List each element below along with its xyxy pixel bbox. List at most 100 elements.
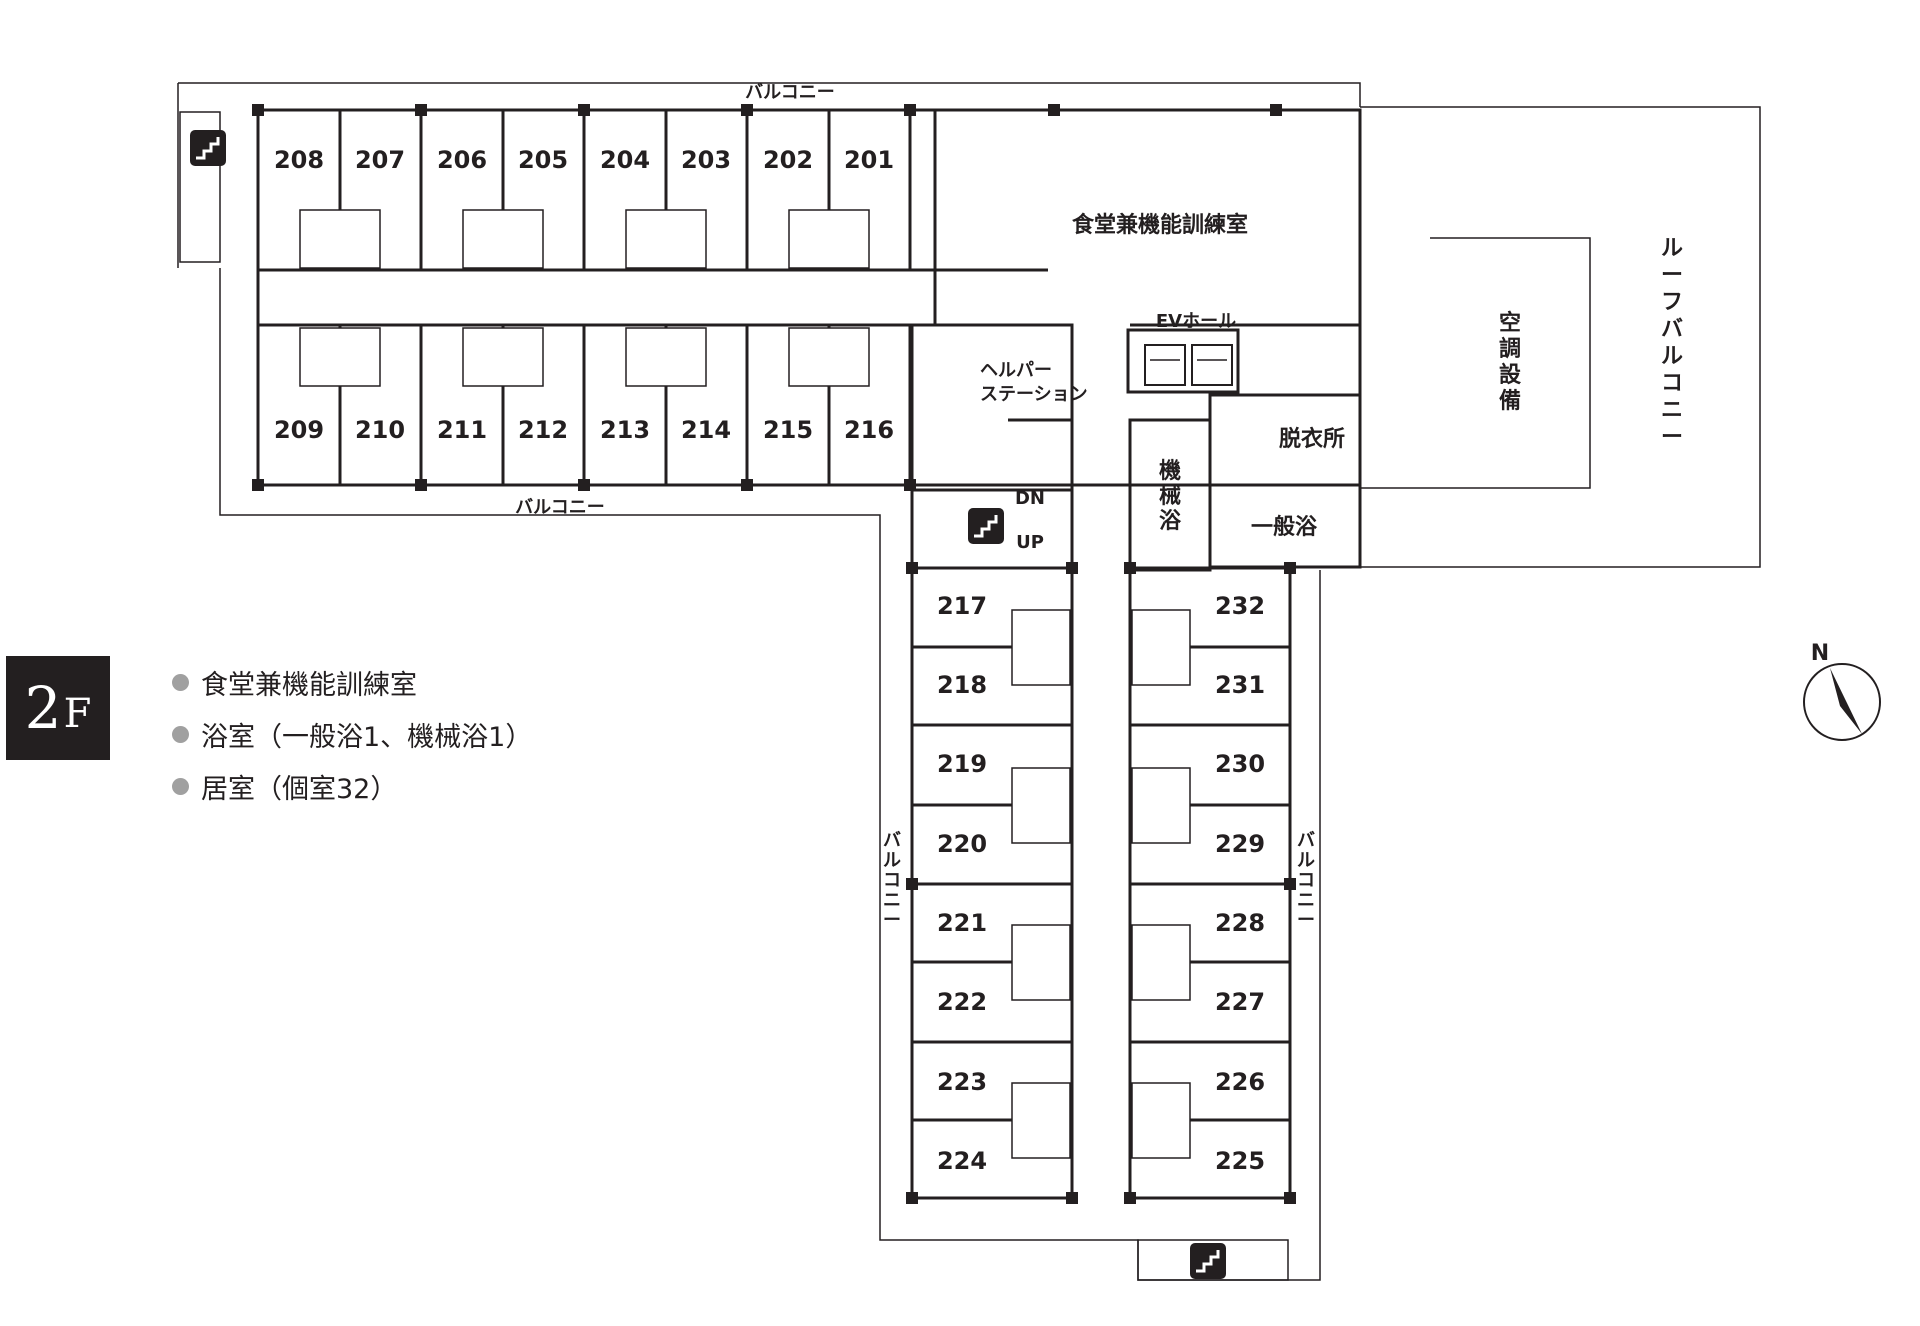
floor-unit: F xyxy=(63,691,92,737)
ev-hall-label: EVホール xyxy=(1156,311,1236,332)
legend-item: 浴室（一般浴1、機械浴1） xyxy=(172,708,532,760)
room-label: 229 xyxy=(1215,830,1265,858)
dining-walls xyxy=(933,270,1362,572)
area-labels: バルコニー バルコニー 食堂兼機能訓練室 EVホール ヘルパー ステーション 脱… xyxy=(515,82,1345,553)
stairs-icon-core xyxy=(968,508,1004,544)
room-label: 230 xyxy=(1215,750,1265,778)
svg-text:ー: ー xyxy=(1661,263,1683,288)
svg-text:ル: ル xyxy=(1661,236,1683,261)
svg-text:コ: コ xyxy=(883,870,901,891)
svg-text:ニ: ニ xyxy=(1661,398,1683,423)
room-label: 208 xyxy=(274,146,324,174)
north-label: N xyxy=(1811,641,1829,666)
bullet-icon xyxy=(172,673,189,691)
room-label: 222 xyxy=(937,988,987,1016)
room-label: 231 xyxy=(1215,671,1265,699)
svg-text:フ: フ xyxy=(1661,290,1683,315)
svg-text:ー: ー xyxy=(1661,425,1683,450)
helper-station-label-1: ヘルパー xyxy=(980,360,1052,381)
stairs-icon-south xyxy=(1137,1239,1289,1281)
balcony-vertical-left: バ ル コ ニ ー xyxy=(883,830,901,931)
room-label: 210 xyxy=(355,416,405,444)
bullet-icon xyxy=(172,777,189,795)
wing-left-room-labels: 217 218 219 220 221 222 223 224 xyxy=(937,592,987,1175)
svg-text:空: 空 xyxy=(1499,310,1521,336)
room-label: 201 xyxy=(844,146,894,174)
balcony-label-north: バルコニー xyxy=(515,497,605,518)
legend: 食堂兼機能訓練室 浴室（一般浴1、機械浴1） 居室（個室32） xyxy=(172,656,532,812)
floor-badge: 2 F xyxy=(6,656,110,760)
room-label: 226 xyxy=(1215,1068,1265,1096)
north-bath-pods xyxy=(299,209,870,387)
room-label: 223 xyxy=(937,1068,987,1096)
room-label: 217 xyxy=(937,592,987,620)
stairs-up-label: UP xyxy=(1016,532,1044,553)
svg-text:備: 備 xyxy=(1499,388,1521,414)
room-label: 204 xyxy=(600,146,650,174)
room-label: 221 xyxy=(937,909,987,937)
room-label: 224 xyxy=(937,1147,987,1175)
general-bath-label: 一般浴 xyxy=(1251,514,1318,540)
south-bath-pods xyxy=(1011,609,1191,1159)
dining-label: 食堂兼機能訓練室 xyxy=(1072,212,1248,238)
svg-text:浴: 浴 xyxy=(1159,509,1182,534)
stairs-dn-label: DN xyxy=(1015,488,1045,509)
roof-balcony-label: ル ー フ バ ル コ ニ ー xyxy=(1661,236,1683,450)
room-label: 206 xyxy=(437,146,487,174)
legend-item: 食堂兼機能訓練室 xyxy=(172,656,532,708)
room-label: 213 xyxy=(600,416,650,444)
room-label: 216 xyxy=(844,416,894,444)
room-label: 205 xyxy=(518,146,568,174)
svg-text:調: 調 xyxy=(1499,336,1521,362)
legend-text: 浴室（一般浴1、機械浴1） xyxy=(201,721,533,753)
south-wing-walls xyxy=(910,566,1292,1200)
balcony-label-top: バルコニー xyxy=(745,82,835,103)
room-label: 212 xyxy=(518,416,568,444)
svg-text:設: 設 xyxy=(1499,362,1522,388)
legend-text: 居室（個室32） xyxy=(201,773,398,805)
legend-text: 食堂兼機能訓練室 xyxy=(201,669,417,701)
balcony-outline xyxy=(177,82,1761,1281)
room-label: 228 xyxy=(1215,909,1265,937)
svg-text:バ: バ xyxy=(883,830,901,851)
room-label: 209 xyxy=(274,416,324,444)
room-label: 232 xyxy=(1215,592,1265,620)
room-label: 227 xyxy=(1215,988,1265,1016)
svg-text:ル: ル xyxy=(1297,850,1315,871)
north-top-room-labels: 208 207 206 205 204 203 202 201 xyxy=(274,146,894,174)
room-label: 211 xyxy=(437,416,487,444)
room-label: 220 xyxy=(937,830,987,858)
north-compass-icon: N xyxy=(1803,641,1881,741)
svg-text:ニ: ニ xyxy=(883,890,901,911)
helper-station-label-2: ステーション xyxy=(980,384,1088,405)
room-label: 207 xyxy=(355,146,405,174)
floor-number: 2 xyxy=(24,674,62,742)
room-label: 219 xyxy=(937,750,987,778)
svg-text:ニ: ニ xyxy=(1297,890,1315,911)
room-label: 218 xyxy=(937,671,987,699)
svg-text:ー: ー xyxy=(883,910,901,931)
north-bottom-room-labels: 209 210 211 212 213 214 215 216 xyxy=(274,416,894,444)
svg-text:ル: ル xyxy=(883,850,901,871)
svg-text:ー: ー xyxy=(1297,910,1315,931)
room-label: 225 xyxy=(1215,1147,1265,1175)
legend-item: 居室（個室32） xyxy=(172,760,532,812)
elevators xyxy=(1144,344,1233,386)
room-label: 202 xyxy=(763,146,813,174)
machine-bath-label: 機 械 浴 xyxy=(1159,459,1182,534)
svg-text:械: 械 xyxy=(1159,484,1181,509)
bullet-icon xyxy=(172,725,189,743)
room-label: 215 xyxy=(763,416,813,444)
aircon-label: 空 調 設 備 xyxy=(1499,310,1522,414)
svg-text:バ: バ xyxy=(1297,830,1315,851)
wing-right-room-labels: 232 231 230 229 228 227 226 225 xyxy=(1215,592,1265,1175)
room-label: 214 xyxy=(681,416,731,444)
columns xyxy=(252,104,1296,1204)
svg-text:コ: コ xyxy=(1297,870,1315,891)
svg-text:ル: ル xyxy=(1661,344,1683,369)
svg-text:コ: コ xyxy=(1661,371,1683,396)
stairs-icon-nw xyxy=(179,111,226,263)
svg-text:機: 機 xyxy=(1159,459,1181,484)
svg-text:バ: バ xyxy=(1661,317,1683,342)
